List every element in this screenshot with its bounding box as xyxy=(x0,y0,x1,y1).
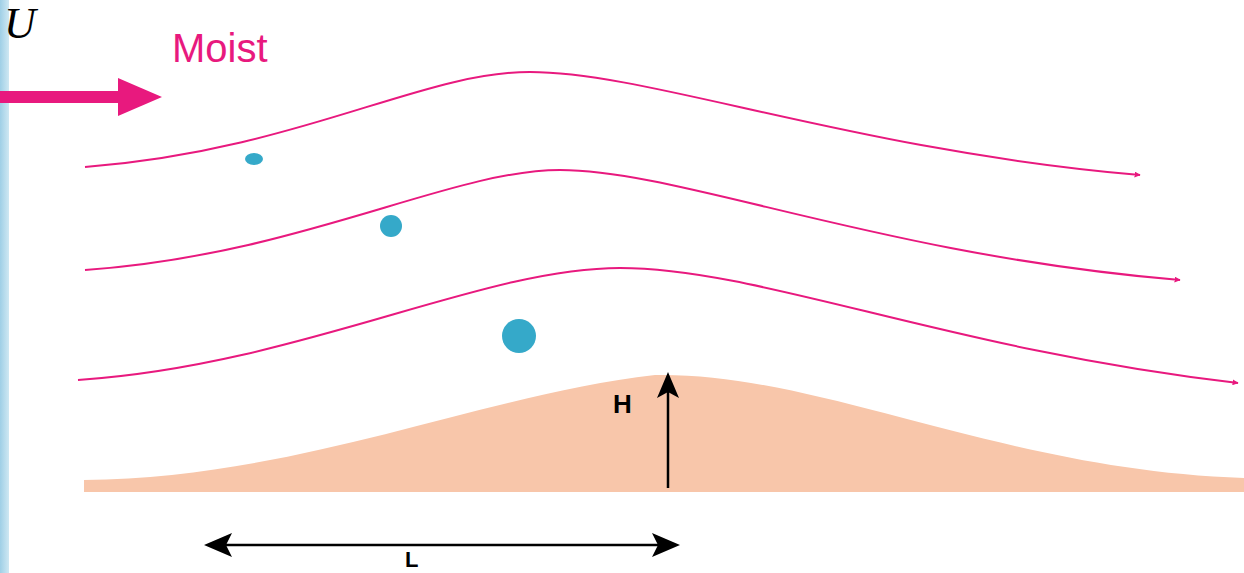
length-arrow xyxy=(222,544,662,547)
streamline xyxy=(85,72,1140,175)
droplet xyxy=(245,153,263,165)
streamline xyxy=(78,268,1238,383)
height-label: H xyxy=(613,391,632,417)
droplet xyxy=(502,319,536,353)
length-label: L xyxy=(405,549,418,571)
wind-arrow-shaft xyxy=(0,91,122,103)
droplet xyxy=(380,215,402,237)
height-arrow-head xyxy=(657,372,679,398)
air-label: Moist xyxy=(172,28,268,68)
background-strip xyxy=(0,0,9,573)
height-arrow xyxy=(667,392,670,488)
streamline xyxy=(85,170,1180,280)
wind-arrow-head xyxy=(118,78,162,116)
velocity-symbol: U xyxy=(4,2,36,46)
length-arrow-head xyxy=(652,533,680,557)
length-arrow-head xyxy=(204,533,232,557)
